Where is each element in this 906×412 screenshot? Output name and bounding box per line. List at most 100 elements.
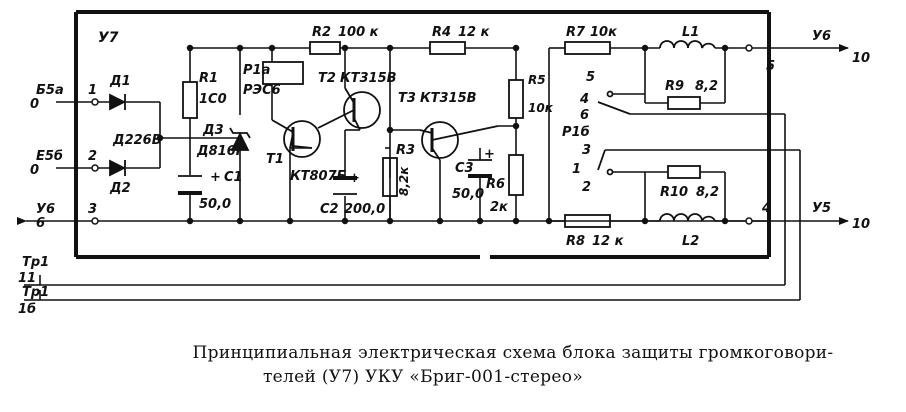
pin-out1-num: 5 xyxy=(766,59,775,74)
pin-in-b-num: 2 xyxy=(88,149,97,164)
caption-line-2: телей (У7) УКУ «Бриг-001-стерео» xyxy=(262,367,584,387)
r3-value: 8,2к xyxy=(397,166,411,196)
r6-value: 2к xyxy=(490,200,509,215)
transistor-t1 xyxy=(283,120,321,158)
components xyxy=(109,40,716,228)
pin-gnd-level: 6 xyxy=(36,216,45,231)
c1-ref: C1 xyxy=(224,170,243,185)
l1-ref: L1 xyxy=(682,25,699,40)
pin-out2-level: 10 xyxy=(852,217,870,232)
resistor-r1 xyxy=(182,81,198,119)
resistor-r5 xyxy=(508,79,524,119)
l2-ref: L2 xyxy=(682,234,699,249)
r9-value: 8,2 xyxy=(695,79,718,94)
pin-in-a-num: 1 xyxy=(88,83,97,98)
r1-ref: R1 xyxy=(199,71,218,86)
sw2-contact-2: 2 xyxy=(582,180,591,195)
relay-ref: P1а xyxy=(243,63,270,78)
caption-line-1: Принципиальная электрическая схема блока… xyxy=(192,343,834,363)
zener-d3 xyxy=(230,131,250,151)
r10-ref: R10 xyxy=(660,185,688,200)
c3-plus: + xyxy=(484,147,495,162)
r6-ref: R6 xyxy=(486,177,505,192)
block-name: У7 xyxy=(98,30,119,46)
pin-in-a-level: 0 xyxy=(30,97,39,112)
pin-in-b-level: 0 xyxy=(30,163,39,178)
diode-d2 xyxy=(109,159,127,177)
relay-type: РЭС6 xyxy=(243,83,281,98)
c3-value: 50,0 xyxy=(452,187,484,202)
relay-coil-p1a xyxy=(262,61,304,85)
t3-ref: Т3 xyxy=(398,91,416,106)
pin-in-b-net: Е5б xyxy=(36,149,63,164)
c1-value: 50,0 xyxy=(199,197,231,212)
sw1-contact-4: 4 xyxy=(579,92,589,107)
r5-value: 10к xyxy=(528,101,554,115)
t2-type: КТ315В xyxy=(340,71,397,86)
d1-d2-type: Д226В xyxy=(112,133,162,148)
resistor-r9 xyxy=(667,96,701,110)
d2-ref: Д2 xyxy=(109,181,131,196)
block-outline xyxy=(74,10,771,259)
r8-value: 12 к xyxy=(592,234,625,249)
r10-value: 8,2 xyxy=(696,185,719,200)
terminals xyxy=(91,44,753,225)
sw1-contact-6: 6 xyxy=(580,108,589,123)
r2-ref: R2 xyxy=(312,25,331,40)
pin-gnd-net: У6 xyxy=(36,202,55,217)
c2-ref: C2 xyxy=(320,202,339,217)
relay-contact-p1b-upper xyxy=(597,101,631,115)
tp1b-label: Тр1 xyxy=(22,285,49,300)
r2-value: 100 к xyxy=(338,25,380,40)
r4-ref: R4 xyxy=(432,25,451,40)
transistor-t3 xyxy=(421,121,459,159)
resistor-r6 xyxy=(508,154,524,196)
pin-out2-net: У5 xyxy=(812,201,831,216)
r1-value: 1С0 xyxy=(199,92,227,107)
transistor-t2 xyxy=(343,91,381,129)
sw1-contact-5: 5 xyxy=(586,70,595,85)
d1-ref: Д1 xyxy=(109,74,131,89)
c1-plus: + xyxy=(210,170,221,185)
sw2-contact-1: 1 xyxy=(572,162,581,177)
resistor-r7 xyxy=(564,41,611,55)
sw2-contact-3: 3 xyxy=(582,143,591,158)
wires xyxy=(17,44,849,301)
pin-gnd-num: 3 xyxy=(88,202,97,217)
tp1a-num: 11 xyxy=(18,271,36,286)
pin-in-a-net: Б5а xyxy=(36,83,64,98)
labels: Б5а 0 1 Е5б 0 2 У6 6 3 Д1 Д2 Д226В R1 1С… xyxy=(18,25,870,317)
resistor-r4 xyxy=(429,41,466,55)
resistor-r10 xyxy=(667,165,701,179)
relay-contact-p1b-lower xyxy=(597,149,606,171)
t2-ref: Т2 xyxy=(318,71,336,86)
tp1a-label: Тр1 xyxy=(22,255,49,270)
resistor-r2 xyxy=(309,41,341,55)
diode-d1 xyxy=(109,93,127,111)
p1b-ref: P1б xyxy=(562,125,590,140)
t1-ref: Т1 xyxy=(266,152,284,167)
r4-value: 12 к xyxy=(458,25,491,40)
t3-type: КТ315В xyxy=(420,91,477,106)
r5-ref: R5 xyxy=(528,73,546,87)
d3-type: Д816Г xyxy=(196,144,245,159)
t1-type: КТ807Б xyxy=(290,169,347,184)
resistor-r3 xyxy=(382,157,398,197)
pin-out2-num: 4 xyxy=(761,201,771,216)
r7-ref: R7 xyxy=(566,25,586,40)
pin-out1-level: 10 xyxy=(852,51,870,66)
c3-ref: C3 xyxy=(455,161,474,176)
inductor-l2 xyxy=(659,213,716,222)
r8-ref: R8 xyxy=(566,234,585,249)
inductor-l1 xyxy=(659,40,716,49)
d3-ref: Д3 xyxy=(202,123,224,138)
r7-value: 10к xyxy=(590,25,618,40)
pin-out1-net: У6 xyxy=(812,29,831,44)
c2-plus: + xyxy=(349,171,360,186)
c2-value: 200,0 xyxy=(344,202,385,217)
r9-ref: R9 xyxy=(665,79,684,94)
r3-ref: R3 xyxy=(396,143,415,158)
tp1b-num: 1б xyxy=(18,302,36,317)
